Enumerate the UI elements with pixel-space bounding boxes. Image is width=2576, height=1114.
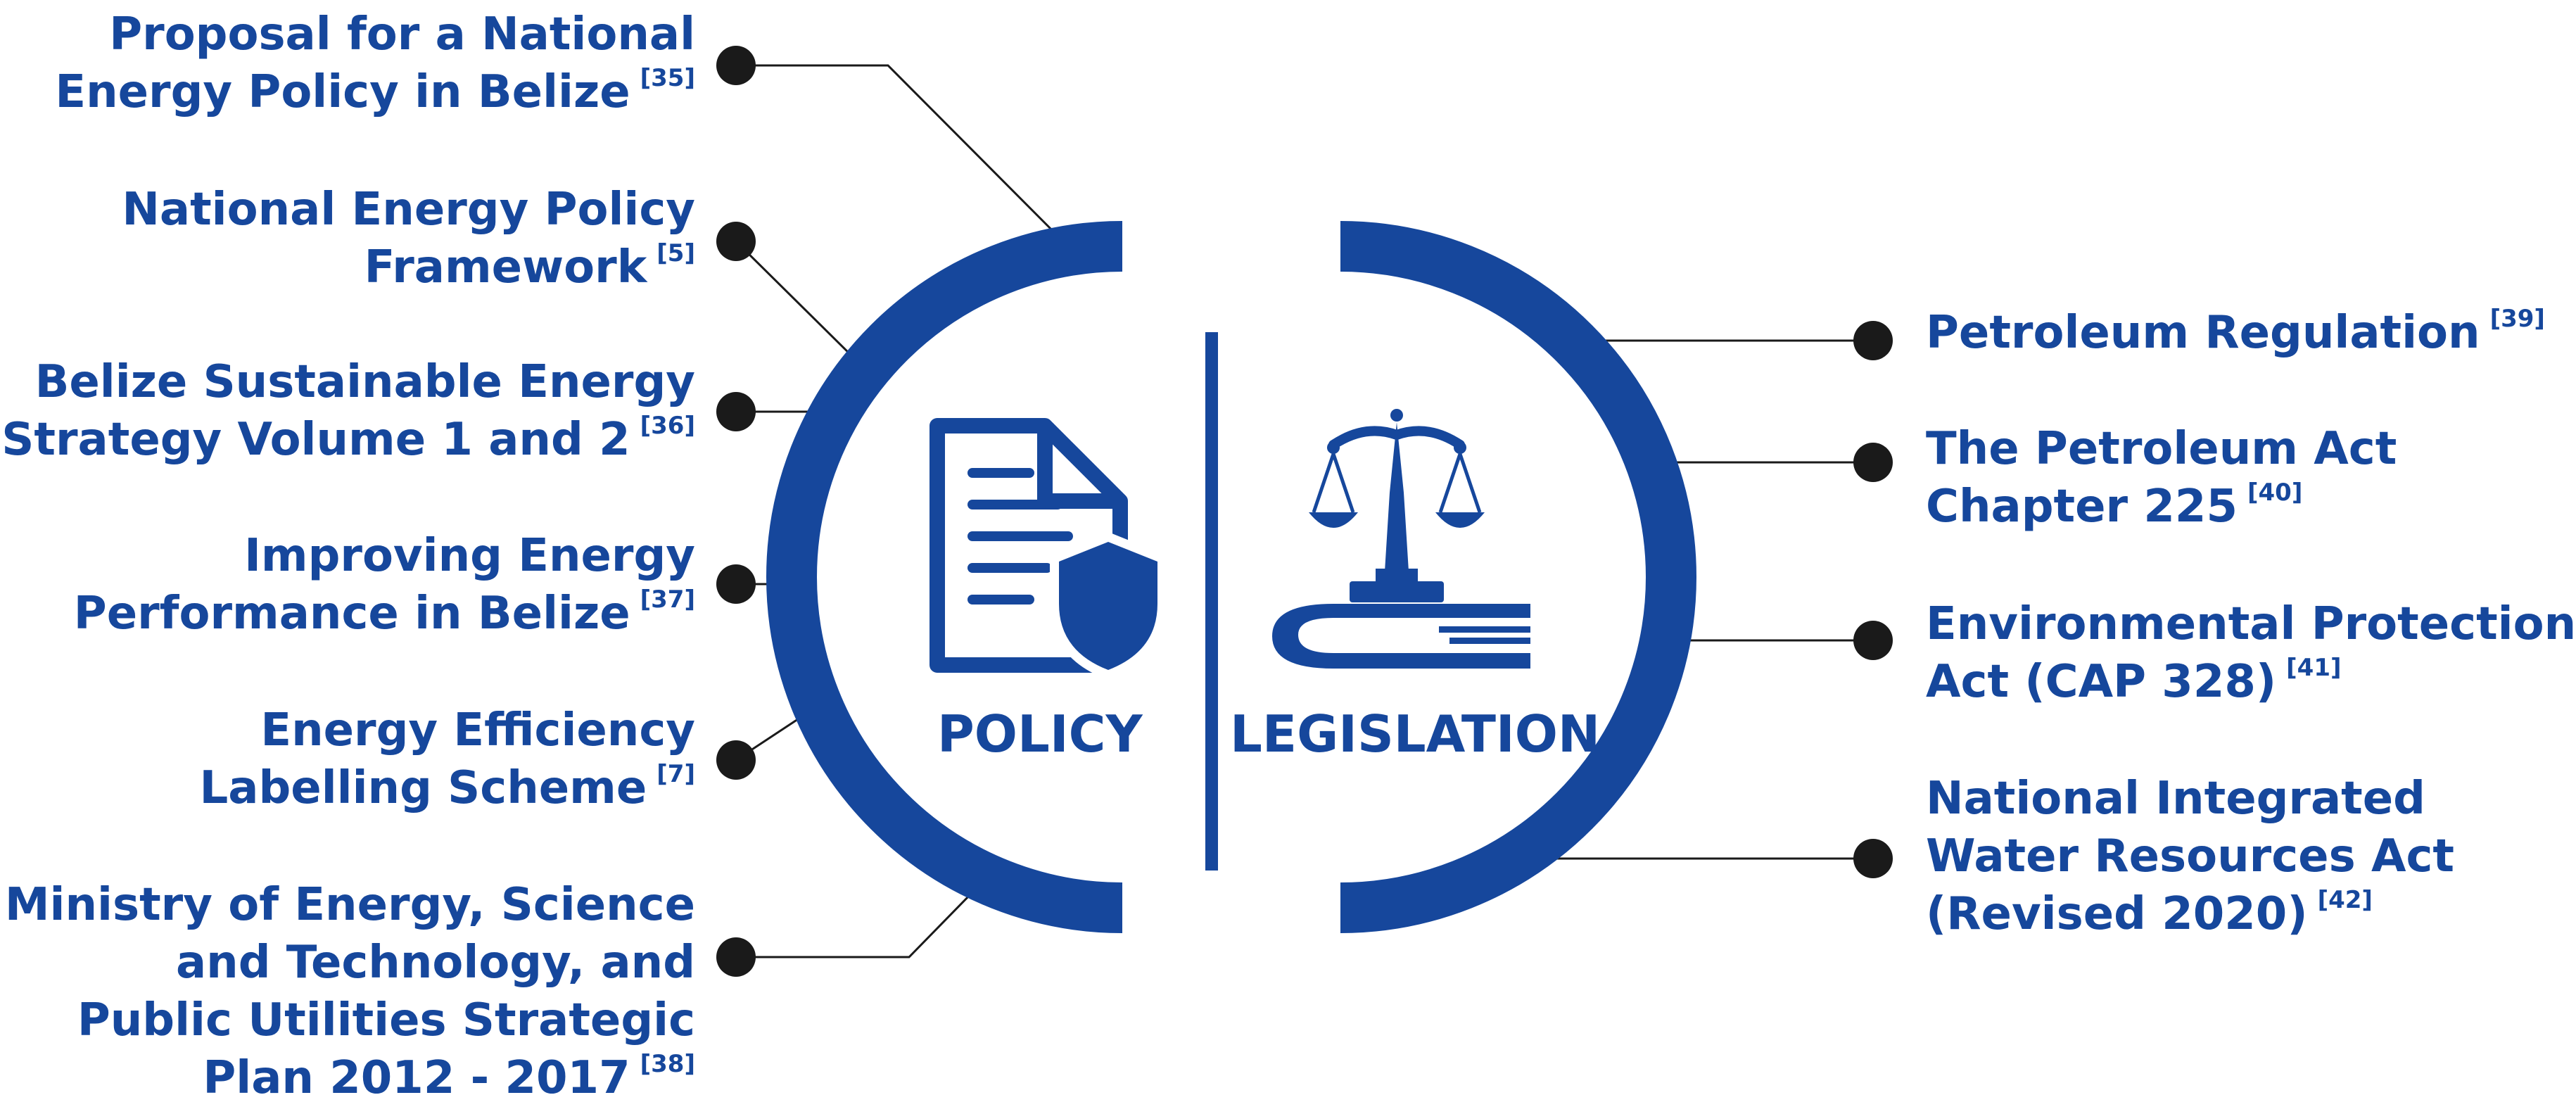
legislation-item-3-dot [1853, 621, 1893, 660]
label-line: Petroleum Regulation [39] [1926, 304, 2545, 369]
label-line: Performance in Belize [37] [74, 585, 695, 650]
policy-item-1-connector [736, 64, 1071, 249]
label-line: and Technology, and [5, 934, 695, 992]
label-text: Chapter 225 [1926, 481, 2238, 533]
label-text: Proposal for a National [109, 8, 695, 61]
label-line: Chapter 225 [40] [1926, 478, 2397, 543]
label-line: Strategy Volume 1 and 2 [36] [1, 411, 695, 476]
label-line: Ministry of Energy, Science [5, 876, 695, 934]
label-text: Framework [364, 241, 647, 293]
label-line: Water Resources Act [1926, 828, 2454, 885]
scales-of-justice-icon [1272, 409, 1530, 669]
label-text: Belize Sustainable Energy [34, 356, 695, 408]
label-text: Ministry of Energy, Science [4, 879, 695, 931]
connector-dots [716, 46, 1893, 977]
legislation-arc [1340, 221, 1696, 933]
label-line: National Integrated [1926, 770, 2454, 828]
label-line: Plan 2012 - 2017 [38] [5, 1049, 695, 1114]
label-line: Proposal for a National [55, 6, 695, 63]
label-line: Environmental Protection [1926, 595, 2576, 653]
reference-number: [37] [640, 586, 695, 614]
label-text: Strategy Volume 1 and 2 [1, 414, 630, 466]
label-line: Labelling Scheme [7] [200, 759, 696, 824]
label-text: Energy Policy in Belize [55, 66, 630, 118]
label-text: and Technology, and [175, 937, 695, 989]
document-shield-icon [929, 418, 1167, 679]
label-line: Act (CAP 328) [41] [1926, 653, 2576, 718]
reference-number: [36] [640, 412, 695, 440]
label-text: (Revised 2020) [1926, 888, 2308, 940]
label-text: Plan 2012 - 2017 [203, 1052, 630, 1104]
label-text: Public Utilities Strategic [77, 994, 695, 1046]
policy-item-1-dot [716, 46, 756, 85]
label-text: Water Resources Act [1926, 830, 2454, 882]
legislation-item-4-dot [1853, 839, 1893, 878]
label-line: (Revised 2020) [42] [1926, 885, 2454, 950]
label-text: Performance in Belize [73, 588, 630, 640]
connector-lines [735, 64, 1873, 958]
reference-number: [39] [2489, 305, 2545, 333]
policy-arc [766, 221, 1123, 933]
label-line: Framework [5] [122, 239, 695, 303]
policy-item-2-connector [735, 240, 860, 364]
label-line: Improving Energy [74, 527, 695, 585]
legislation-item-2-dot [1853, 443, 1893, 482]
label-text: National Integrated [1926, 773, 2425, 825]
label-text: Energy Efficiency [260, 704, 695, 757]
policy-item-4-dot [716, 564, 756, 604]
label-text: Act (CAP 328) [1926, 656, 2277, 708]
center-divider [1205, 332, 1218, 871]
reference-number: [42] [2317, 886, 2373, 914]
policy-title: POLICY [937, 704, 1143, 764]
legislation-item-1: Petroleum Regulation [39] [1926, 304, 2545, 369]
label-text: The Petroleum Act [1926, 423, 2397, 475]
reference-number: [38] [640, 1050, 695, 1078]
label-text: Environmental Protection [1926, 598, 2576, 650]
legislation-title: LEGISLATION [1230, 704, 1601, 764]
label-text: Improving Energy [244, 530, 695, 582]
policy-item-5-dot [716, 740, 756, 780]
label-text: National Energy Policy [122, 184, 695, 236]
legislation-item-1-dot [1853, 321, 1893, 360]
policy-item-6-dot [716, 937, 756, 977]
label-text: Petroleum Regulation [1926, 307, 2480, 359]
policy-item-6-connector [736, 891, 974, 958]
reference-number: [5] [656, 239, 695, 267]
label-line: Belize Sustainable Energy [1, 353, 695, 411]
policy-item-2-dot [716, 222, 756, 261]
label-line: Public Utilities Strategic [5, 992, 695, 1049]
label-line: National Energy Policy [122, 181, 695, 239]
reference-number: [7] [656, 760, 695, 788]
policy-item-6: Ministry of Energy, Science and Technolog… [5, 876, 695, 1114]
policy-item-3-dot [716, 392, 756, 431]
reference-number: [35] [640, 64, 695, 92]
reference-number: [40] [2247, 479, 2303, 507]
label-line: Energy Policy in Belize [35] [55, 63, 695, 128]
label-text: Labelling Scheme [199, 762, 647, 814]
reference-number: [41] [2286, 654, 2342, 682]
label-line: The Petroleum Act [1926, 420, 2397, 478]
label-line: Energy Efficiency [200, 702, 695, 759]
